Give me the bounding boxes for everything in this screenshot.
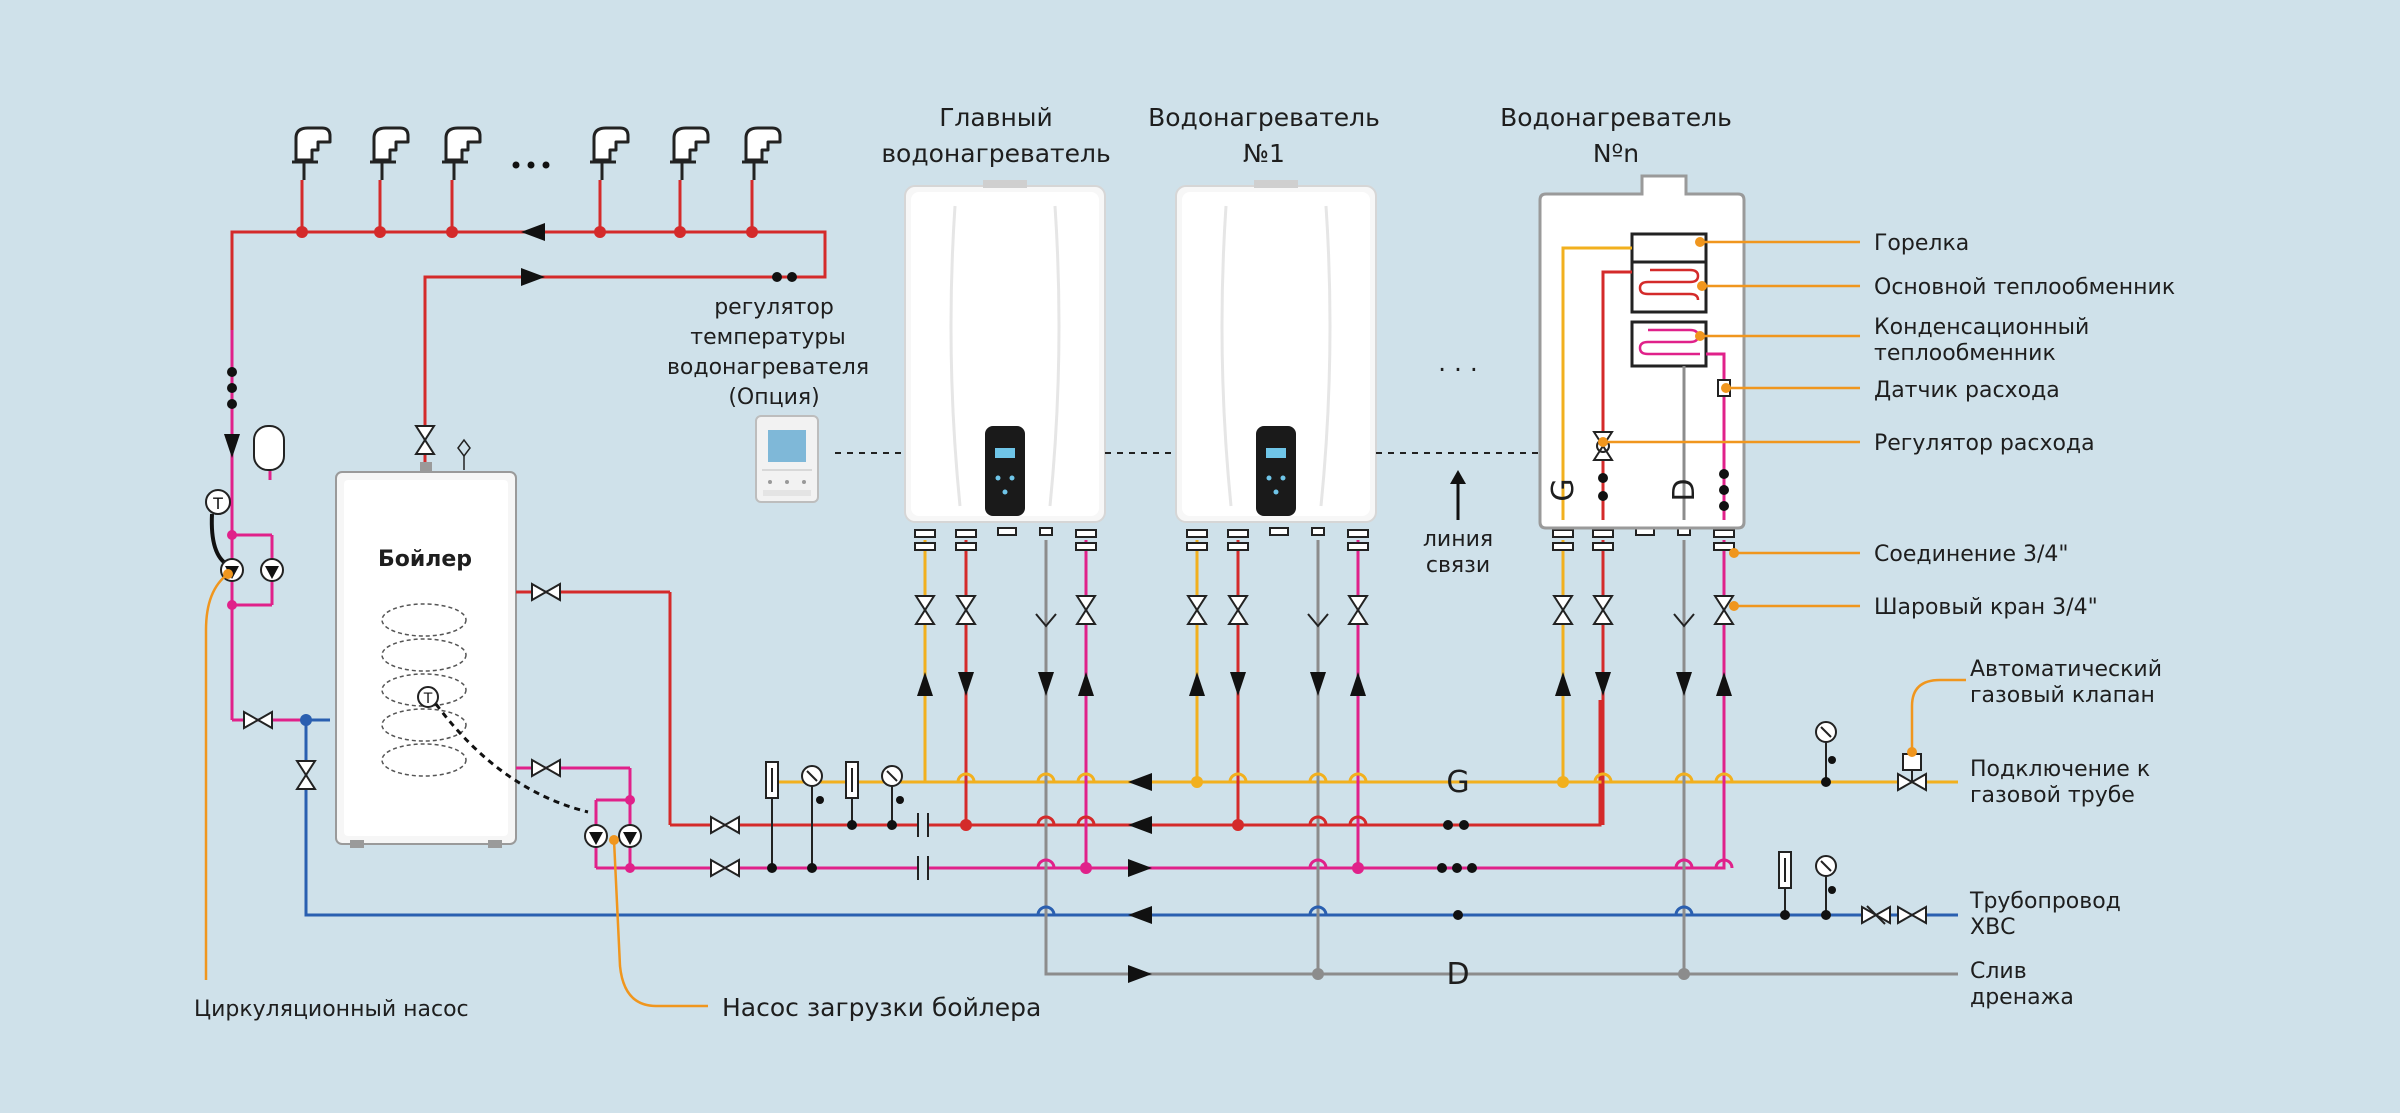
cold-water-label-line2: ХВС — [1970, 915, 2016, 940]
relief-valve-icon — [415, 425, 471, 470]
controller-label-line2: температуры — [690, 325, 845, 350]
flow-regulator-label: Регулятор расхода — [1874, 431, 2095, 456]
gas-connection-label-line1: Подключение к — [1970, 757, 2150, 782]
gas-header-line — [770, 773, 1958, 791]
controller-label-line3: водонагревателя — [667, 355, 869, 380]
auto-gas-valve-label-line1: Автоматический — [1970, 657, 2162, 682]
main-heater-title-line2: водонагреватель — [881, 139, 1110, 168]
cond-hx-label-line1: Конденсационный — [1874, 315, 2089, 340]
unit-gas-marker: G — [1546, 478, 1581, 501]
heater-n-title-line2: Nºn — [1593, 139, 1639, 168]
flow-sensor-label: Датчик расхода — [1874, 378, 2060, 403]
boiler-pump-icon — [584, 824, 608, 848]
boiler-label: Бойлер — [378, 547, 472, 572]
ellipsis-dots — [512, 161, 550, 169]
return-line-marker — [1437, 863, 1477, 873]
callout-lines — [204, 240, 1966, 1008]
main-hx-label: Основной теплообменник — [1874, 275, 2175, 300]
controller-label-line4: (Опция) — [728, 385, 819, 410]
cond-hx-label-line2: теплообменник — [1874, 341, 2056, 366]
gas-line-marker: G — [1446, 765, 1469, 800]
drain-label-line2: дренажа — [1970, 985, 2074, 1010]
hot-line-marker — [1443, 820, 1469, 830]
unit-drain-marker: D — [1667, 478, 1702, 501]
recirculation-loop — [224, 330, 330, 722]
communication-line — [835, 452, 1540, 520]
circulation-pump-icon — [260, 558, 284, 582]
heater-n-title-line1: Водонагреватель — [1500, 103, 1732, 132]
cold-gauge-icon — [1815, 855, 1837, 920]
gas-gauge-icon — [1815, 721, 1837, 787]
heater-ellipsis: · · · — [1438, 355, 1478, 384]
connection-label: Соединение 3/4" — [1874, 542, 2069, 567]
boiler-pump-label: Насос загрузки бойлера — [722, 993, 1041, 1022]
controller-label-line1: регулятор — [714, 295, 834, 320]
main-heater-pipes — [914, 527, 1097, 868]
ball-valve-label: Шаровый кран 3/4" — [1874, 595, 2098, 620]
pipe-crossovers — [956, 772, 1734, 916]
expansion-tank-icon — [253, 425, 285, 471]
heater-1-pipes — [1186, 527, 1369, 974]
heater-1-image — [1174, 178, 1378, 524]
heater-n-pipes — [1552, 527, 1735, 974]
callout-dots — [223, 237, 1917, 845]
main-heater-title-line1: Главный — [939, 103, 1053, 132]
hot-water-top-line — [230, 180, 827, 500]
boiler-coil-supply — [516, 583, 672, 873]
pressure-gauge-icon — [881, 765, 904, 830]
circulation-pump-label: Циркуляционный насос — [194, 997, 469, 1022]
auto-gas-valve-label-line2: газовый клапан — [1970, 683, 2155, 708]
svg-text:T: T — [212, 494, 223, 513]
heater-1-title-line2: №1 — [1243, 139, 1285, 168]
cold-line-marker — [1453, 910, 1463, 920]
comm-line-label-line1: линия — [1423, 527, 1493, 552]
check-valve-icon — [1861, 905, 1927, 925]
boiler-tank: T — [335, 462, 589, 848]
thermometer-icon — [765, 761, 779, 873]
gas-connection-label-line2: газовой трубе — [1970, 783, 2135, 808]
temperature-controller-icon — [755, 415, 819, 503]
comm-line-label-line2: связи — [1426, 553, 1490, 578]
main-heater-image — [903, 178, 1107, 524]
drain-label-line1: Слив — [1970, 959, 2027, 984]
heater-1-title-line1: Водонагреватель — [1148, 103, 1380, 132]
thermometer-icon — [845, 761, 859, 830]
drain-line-marker: D — [1446, 957, 1469, 992]
burner-label: Горелка — [1874, 231, 1969, 256]
pressure-gauge-icon — [801, 765, 824, 873]
heater-n-schematic — [1538, 174, 1746, 530]
boiler-pump-icon — [618, 824, 642, 848]
svg-text:T: T — [423, 691, 433, 707]
cold-water-label-line1: Трубопровод — [1969, 889, 2121, 914]
cold-thermometer-icon — [1778, 851, 1792, 920]
